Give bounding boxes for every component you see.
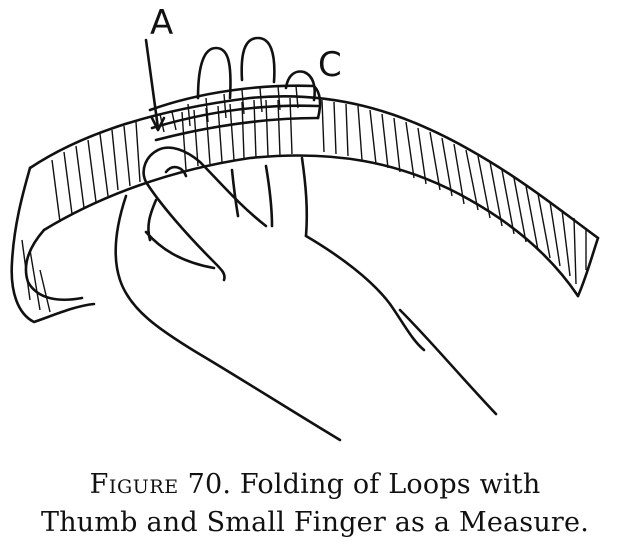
strap-bottom-edge xyxy=(44,155,578,296)
strap-end-right xyxy=(578,238,598,296)
middle-finger xyxy=(242,38,275,82)
palm-crease-2 xyxy=(148,200,156,240)
wrist xyxy=(400,310,496,414)
hand-back xyxy=(306,236,424,350)
finger-lower-2 xyxy=(266,166,272,226)
strap-left-inner xyxy=(26,230,82,300)
illustration-hand-folding-loops: A C xyxy=(0,0,630,460)
finger-lower-3 xyxy=(302,158,307,236)
thumb-top xyxy=(158,148,266,226)
finger-lower-1 xyxy=(232,170,238,216)
caption-figure-word: Figure xyxy=(90,469,179,500)
figure-caption: Figure 70. Folding of Loops with Thumb a… xyxy=(0,466,630,542)
caption-figure-number: 70. xyxy=(188,469,232,500)
label-c: C xyxy=(318,45,342,85)
caption-line-1: Figure 70. Folding of Loops with xyxy=(0,466,630,504)
caption-line-1-text: Folding of Loops with xyxy=(240,469,541,500)
caption-line-2: Thumb and Small Finger as a Measure. xyxy=(0,504,630,542)
arrow-a-shaft xyxy=(146,40,158,128)
label-a: A xyxy=(150,3,173,43)
